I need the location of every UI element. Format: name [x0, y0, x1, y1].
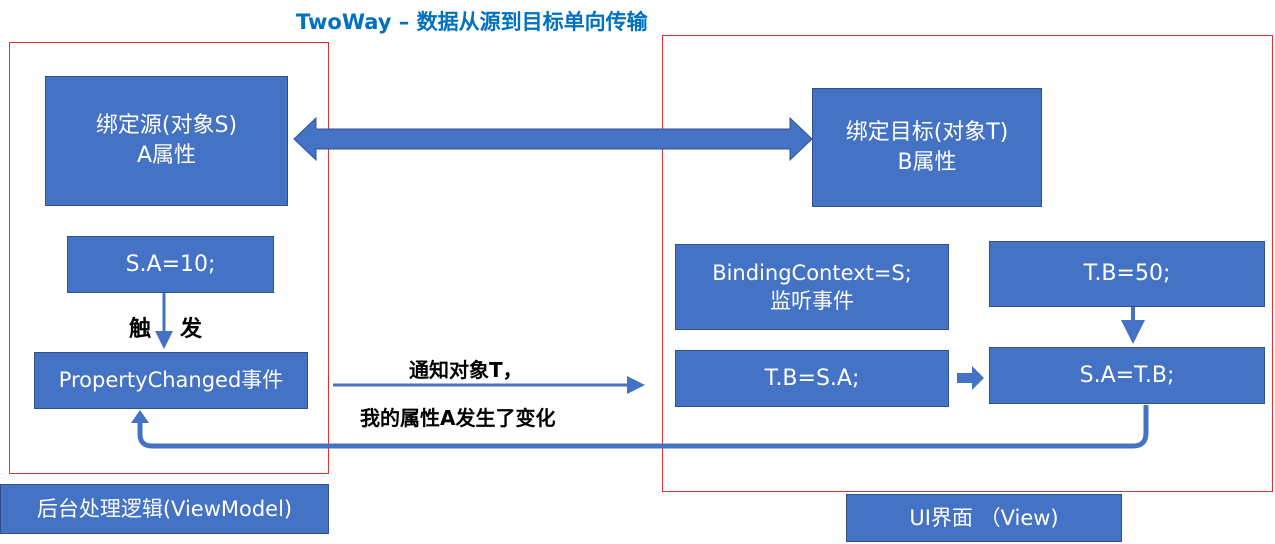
binding-target-property: B属性 — [897, 149, 957, 175]
trigger-label-2: 发 — [180, 317, 203, 342]
notify-label-line2: 我的属性A发生了变化 — [360, 406, 556, 430]
source-from-target-text: S.A=T.B; — [1079, 362, 1175, 388]
source-assign-text: S.A=10; — [125, 251, 216, 277]
target-from-source-box: T.B=S.A; — [675, 350, 949, 407]
binding-context-line2: 监听事件 — [770, 289, 854, 313]
binding-target-title: 绑定目标(对象T) — [845, 119, 1009, 145]
binding-source-property: A属性 — [136, 143, 197, 168]
viewmodel-caption: 后台处理逻辑(ViewModel) — [0, 484, 329, 534]
target-assign-box: T.B=50; — [989, 241, 1265, 307]
viewmodel-frame — [9, 42, 329, 474]
property-changed-text: PropertyChanged事件 — [58, 368, 284, 393]
binding-source-box: 绑定源(对象S) A属性 — [45, 76, 288, 206]
target-from-source-text: T.B=S.A; — [764, 365, 860, 391]
source-assign-box: S.A=10; — [67, 236, 274, 293]
source-from-target-box: S.A=T.B; — [989, 347, 1265, 404]
viewmodel-caption-text: 后台处理逻辑(ViewModel) — [36, 496, 293, 521]
binding-context-line1: BindingContext=S; — [712, 260, 912, 285]
return-arrow — [137, 405, 1149, 449]
property-changed-event-box: PropertyChanged事件 — [34, 352, 308, 409]
trigger-label-1: 触 — [129, 317, 152, 342]
view-caption: UI界面 （View) — [846, 494, 1122, 542]
notify-label-line1: 通知对象T， — [409, 358, 523, 382]
diagram-title: TwoWay – 数据从源到目标单向传输 — [296, 10, 648, 34]
tbsa-to-satb-arrow — [957, 366, 984, 390]
return-arrow-head — [131, 410, 149, 423]
binding-source-title: 绑定源(对象S) — [95, 113, 238, 139]
view-caption-text: UI界面 （View) — [909, 505, 1059, 530]
target-assign-text: T.B=50; — [1083, 261, 1171, 287]
binding-target-box: 绑定目标(对象T) B属性 — [812, 88, 1042, 207]
view-frame — [662, 35, 1273, 492]
two-way-double-arrow — [293, 116, 813, 162]
binding-context-box: BindingContext=S; 监听事件 — [675, 244, 949, 330]
